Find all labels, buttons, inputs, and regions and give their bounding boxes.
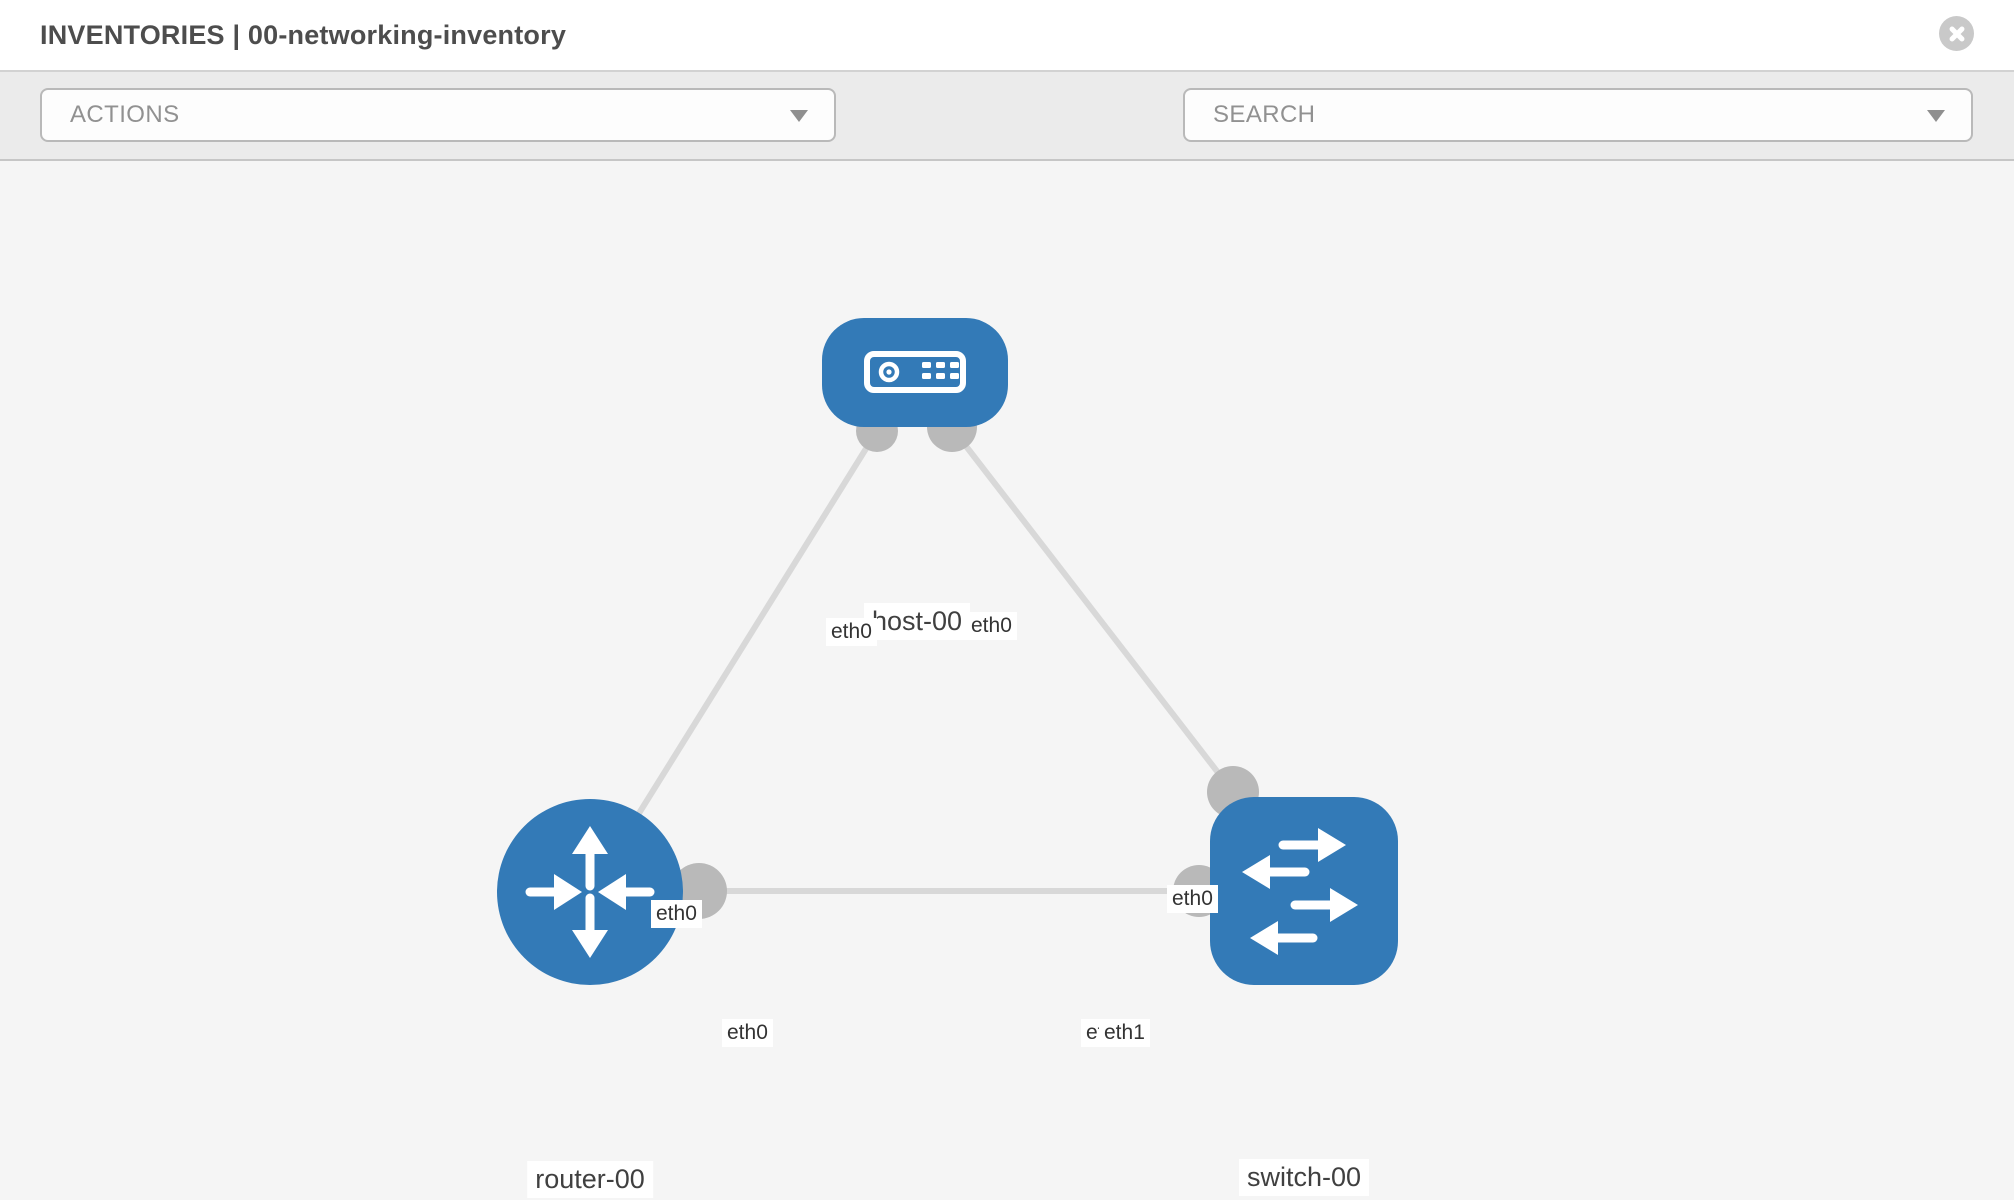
node-switch-00[interactable] — [1210, 797, 1398, 985]
port-label-router-switch-at-router: eth0 — [722, 1019, 773, 1048]
port-label-host-router-at-host: eth0 — [826, 618, 877, 647]
actions-dropdown[interactable]: ACTIONS — [40, 88, 836, 142]
port-label-host-router-at-router: eth0 — [651, 900, 702, 929]
port-label-host-switch-at-host: eth0 — [966, 612, 1017, 641]
search-placeholder: SEARCH — [1213, 101, 1316, 128]
chevron-down-icon — [1927, 110, 1945, 122]
router-icon — [525, 826, 655, 958]
actions-dropdown-label: ACTIONS — [70, 101, 180, 128]
switch-icon — [1242, 828, 1358, 955]
topology-canvas[interactable]: host-00 router-00 switch-00 eth0 eth0 et… — [0, 161, 2014, 1200]
node-label-router-00: router-00 — [527, 1161, 653, 1198]
header: INVENTORIES | 00-networking-inventory — [0, 0, 2014, 72]
link-host-switch[interactable] — [949, 426, 1236, 794]
host-icon — [864, 351, 966, 393]
port-label-host-switch-at-switch: eth0 — [1167, 885, 1218, 914]
node-router-00[interactable] — [497, 799, 683, 985]
node-label-switch-00: switch-00 — [1238, 1159, 1370, 1196]
node-label-host-00: host-00 — [863, 603, 971, 640]
search-input[interactable]: SEARCH — [1183, 88, 1973, 142]
chevron-down-icon — [790, 110, 808, 122]
node-host-00[interactable] — [822, 318, 1008, 427]
page-title: INVENTORIES | 00-networking-inventory — [40, 20, 567, 50]
topology-svg — [497, 318, 1398, 985]
toolbar: ACTIONS SEARCH — [0, 72, 2014, 208]
port-label-router-switch-at-switch: eth1 — [1099, 1019, 1150, 1048]
close-icon[interactable] — [1939, 16, 1974, 51]
